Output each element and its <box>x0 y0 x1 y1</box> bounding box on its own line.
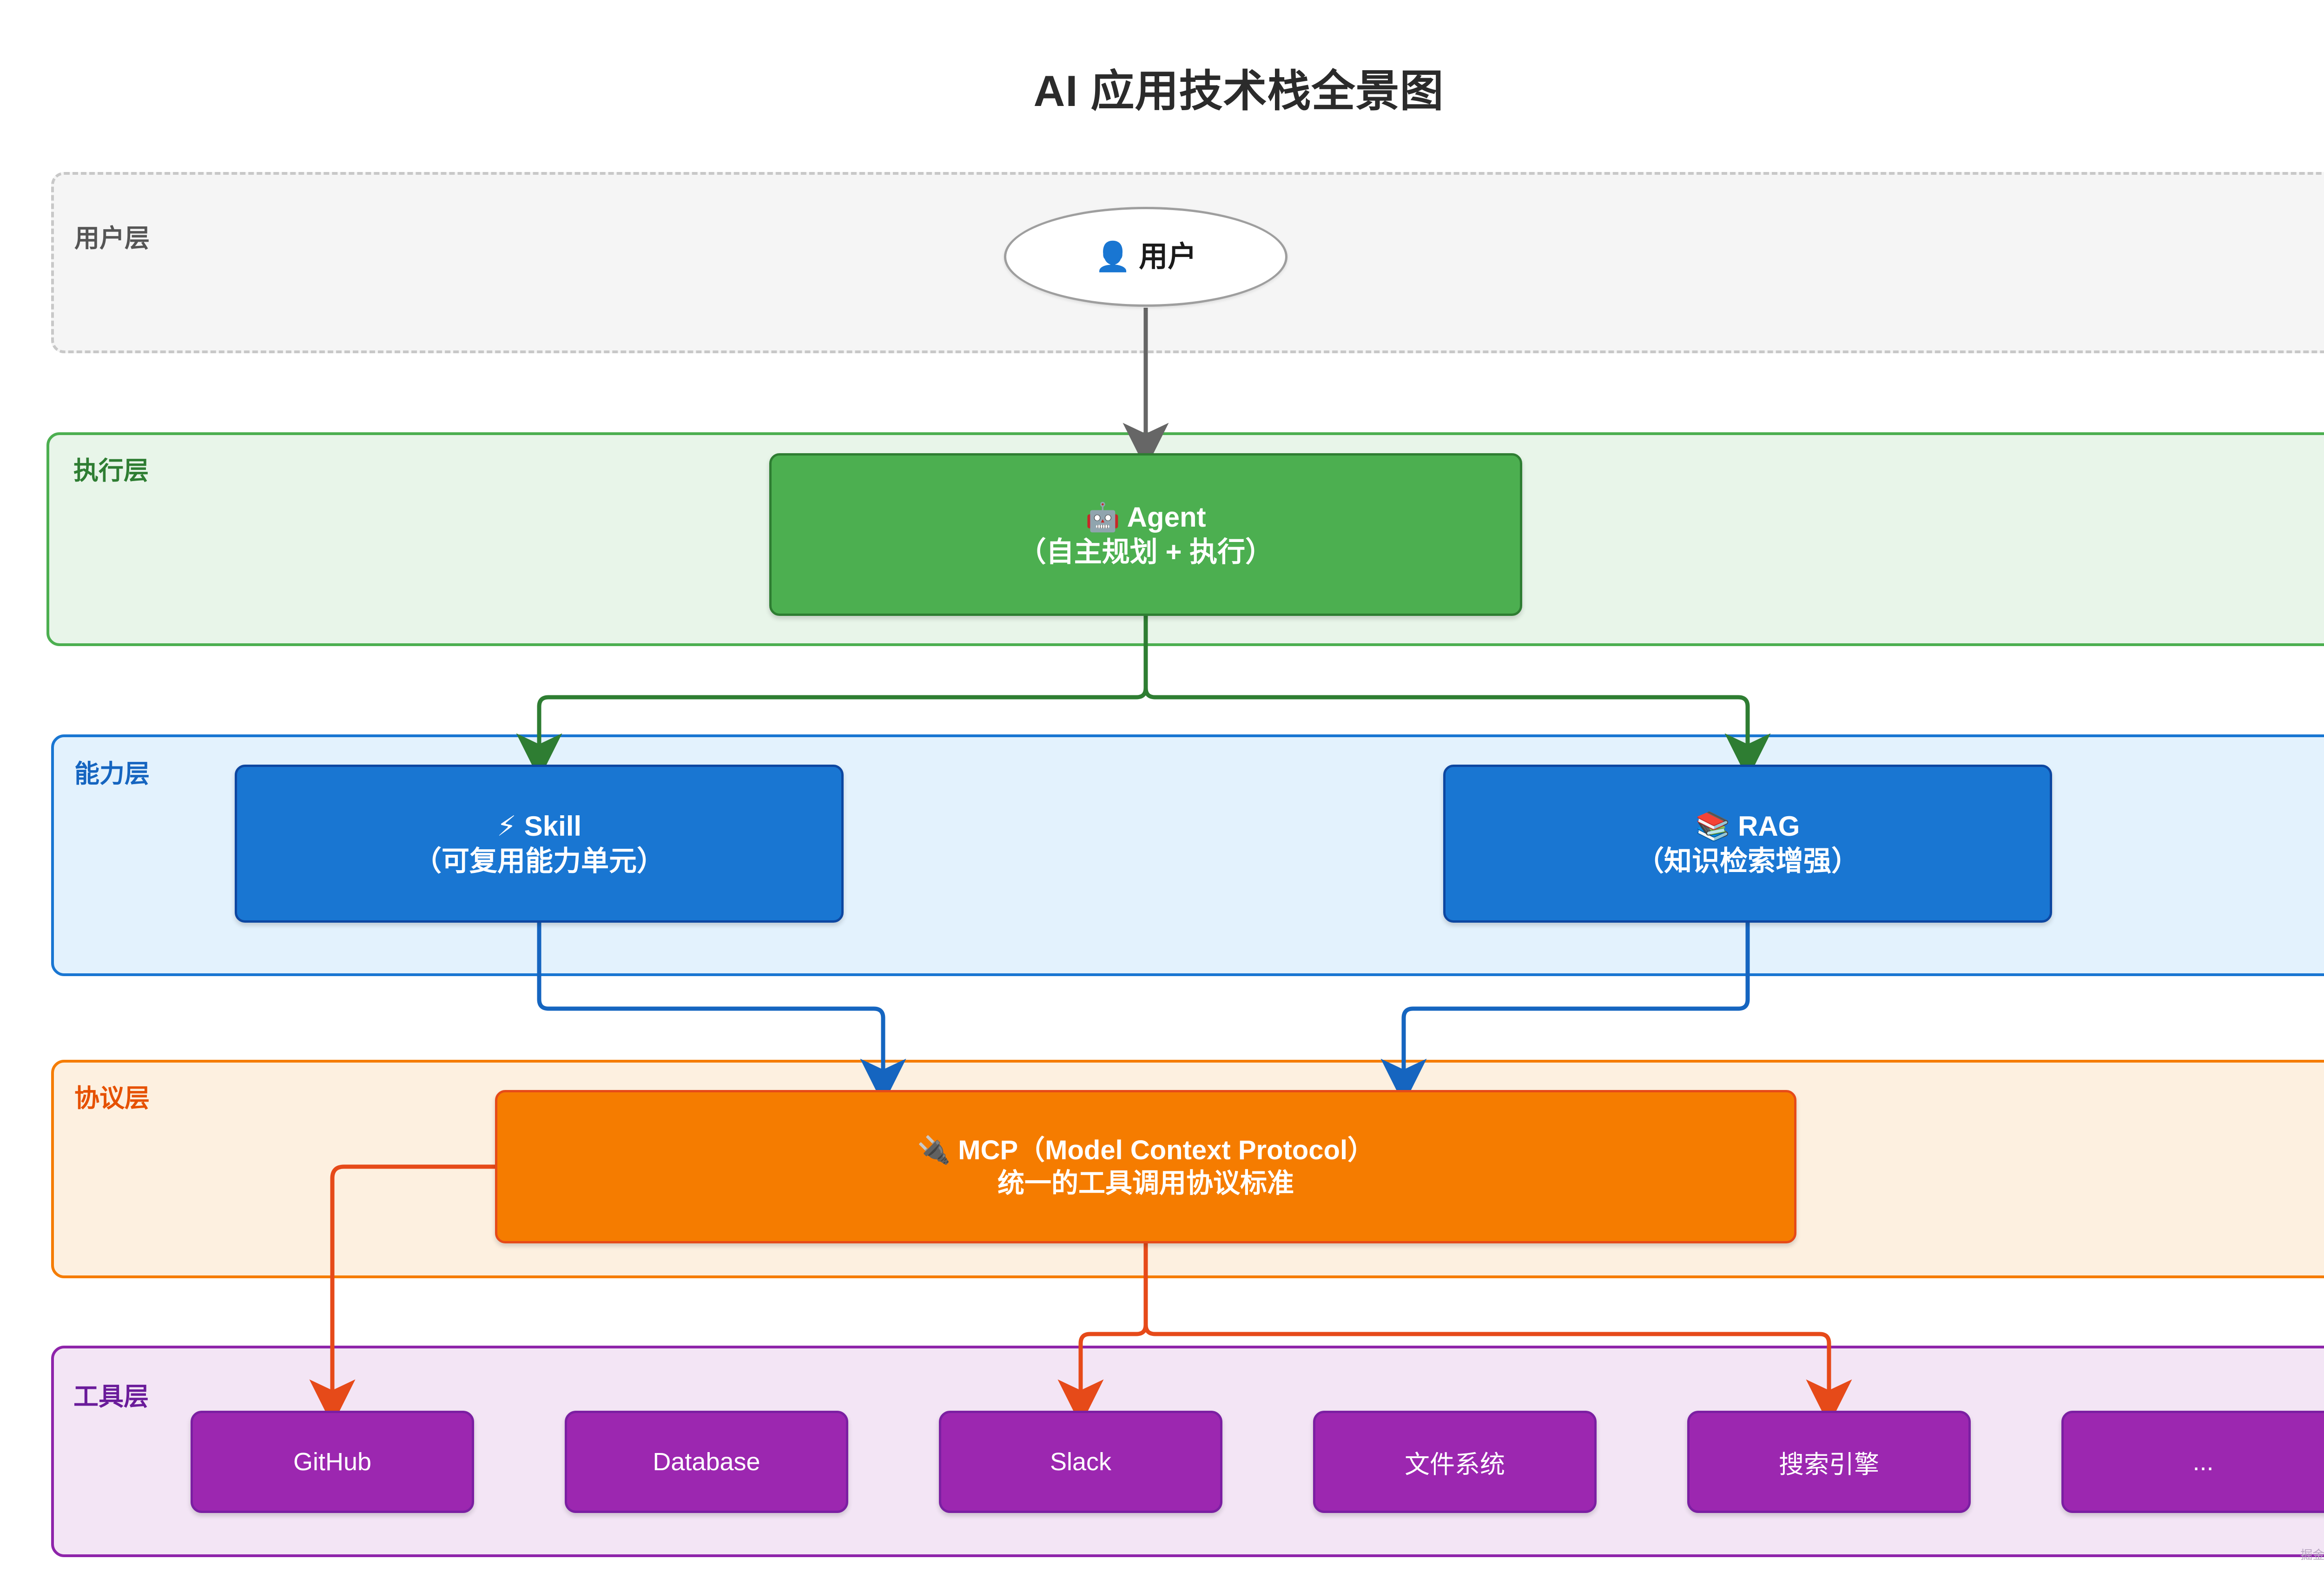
node-user-label: 用户 <box>1139 241 1197 273</box>
user-bust-icon: 👤 <box>1095 239 1131 274</box>
node-rag-subtitle: （知识检索增强） <box>1636 845 1859 877</box>
tool-label: Slack <box>1050 1448 1112 1476</box>
node-skill-label: Skill <box>524 811 582 842</box>
node-agent-subtitle: （自主规划 + 执行） <box>1018 536 1274 568</box>
tool-node-github[interactable]: GitHub <box>191 1411 474 1513</box>
tool-label: 搜索引擎 <box>1779 1450 1879 1479</box>
node-user-line: 👤 用户 <box>1095 239 1196 275</box>
books-icon: 📚 <box>1695 810 1730 843</box>
tool-label: ... <box>2192 1448 2214 1476</box>
node-rag-title: 📚 RAG <box>1696 809 1800 844</box>
node-user[interactable]: 👤 用户 <box>1004 207 1287 307</box>
node-mcp-subtitle: 统一的工具调用协议标准 <box>997 1168 1294 1198</box>
layer-label-tool: 工具层 <box>73 1383 149 1411</box>
node-skill-title: ⚡ Skill <box>497 809 581 844</box>
node-agent-label: Agent <box>1127 502 1206 533</box>
node-skill-subtitle: （可复用能力单元） <box>414 845 665 877</box>
node-mcp[interactable]: 🔌 MCP（Model Context Protocol） 统一的工具调用协议标… <box>495 1090 1796 1243</box>
layer-label-protocol: 协议层 <box>74 1084 150 1112</box>
node-rag-label: RAG <box>1738 811 1800 842</box>
watermark: 掘金技术社区 @ 镜花水月linyi <box>2300 1548 2324 1562</box>
layer-label-exec: 执行层 <box>73 457 149 485</box>
tool-node-filesystem[interactable]: 文件系统 <box>1313 1411 1597 1513</box>
node-mcp-label: MCP（Model Context Protocol） <box>958 1135 1375 1165</box>
node-agent[interactable]: 🤖 Agent （自主规划 + 执行） <box>769 453 1522 616</box>
page-title: AI 应用技术栈全景图 <box>1033 66 1444 115</box>
tool-node-slack[interactable]: Slack <box>939 1411 1222 1513</box>
node-agent-title: 🤖 Agent <box>1085 500 1206 535</box>
robot-face-icon: 🤖 <box>1085 501 1121 534</box>
tool-node-search-engine[interactable]: 搜索引擎 <box>1687 1411 1971 1513</box>
node-rag[interactable]: 📚 RAG （知识检索增强） <box>1443 765 2052 923</box>
high-voltage-icon: ⚡ <box>496 810 517 843</box>
node-mcp-title: 🔌 MCP（Model Context Protocol） <box>917 1134 1374 1167</box>
node-skill[interactable]: ⚡ Skill （可复用能力单元） <box>235 765 844 923</box>
tool-node-database[interactable]: Database <box>565 1411 848 1513</box>
electric-plug-icon: 🔌 <box>917 1134 951 1166</box>
tool-label: Database <box>653 1448 760 1476</box>
layer-label-capability: 能力层 <box>74 760 150 788</box>
tool-label: GitHub <box>293 1448 372 1476</box>
tool-label: 文件系统 <box>1405 1450 1505 1479</box>
tool-node-more[interactable]: ... <box>2061 1411 2324 1513</box>
layer-label-user: 用户层 <box>74 225 150 252</box>
